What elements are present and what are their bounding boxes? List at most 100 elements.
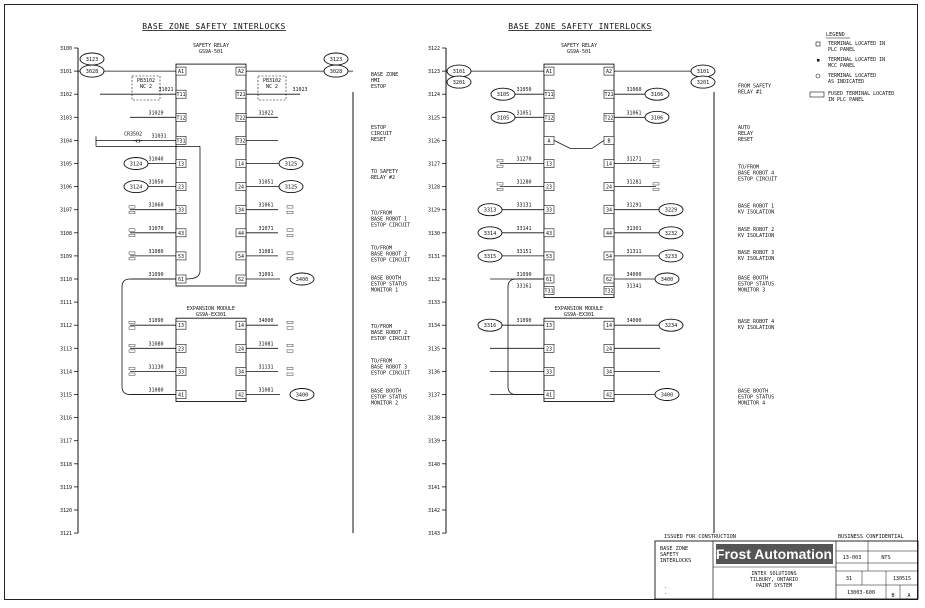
legend-circle-icon bbox=[815, 73, 821, 79]
exp-pin-label: 41 bbox=[178, 393, 184, 399]
wire-number: 31090 bbox=[516, 318, 531, 324]
bubble-3028-right-text: 3028 bbox=[330, 69, 343, 75]
drawing-number: 13003-600 bbox=[847, 590, 875, 596]
drawing-border bbox=[4, 4, 918, 600]
issue-date: 130515 bbox=[893, 576, 911, 582]
relay-part: GS9A-501 bbox=[199, 49, 223, 55]
pin-label-24: 24 bbox=[238, 185, 244, 191]
relay-part: GS9A-501 bbox=[567, 49, 591, 55]
left-ladder: 3100310131023103310431053106310731083109… bbox=[60, 22, 410, 537]
rung-number-3111: 3111 bbox=[60, 300, 72, 306]
wire-number: 34000 bbox=[626, 272, 641, 278]
safety-relay-block bbox=[543, 63, 615, 298]
exp-pin-label: 42 bbox=[238, 393, 244, 399]
bubble-3028-left-text: 3028 bbox=[86, 69, 99, 75]
wire-number: 31040 bbox=[148, 157, 163, 163]
wire-number: 31081 bbox=[258, 388, 273, 394]
pin-label-T21: T21 bbox=[604, 92, 613, 98]
rung-number-3129: 3129 bbox=[428, 208, 440, 214]
rung-number-3114: 3114 bbox=[60, 369, 72, 375]
rung-number-3105: 3105 bbox=[60, 162, 72, 168]
status-monitor-loop bbox=[121, 278, 176, 395]
exp-pin-label: 13 bbox=[546, 323, 552, 329]
rung-number-3122: 3122 bbox=[428, 46, 440, 52]
bubble-3229-text: 3229 bbox=[665, 208, 678, 214]
terminal-left-t1 bbox=[496, 182, 504, 186]
pin-label-61: 61 bbox=[546, 277, 552, 283]
pin-label-T21: T21 bbox=[236, 92, 245, 98]
bubble-3234 bbox=[658, 318, 684, 332]
terminal-right-t1 bbox=[652, 182, 660, 186]
terminal-left-t2 bbox=[128, 372, 136, 376]
rung-number-3131: 3131 bbox=[428, 254, 440, 260]
terminal-right-t1 bbox=[286, 205, 294, 209]
company-logo-bg bbox=[716, 544, 833, 564]
wire-number: 31071 bbox=[258, 226, 273, 232]
scale: NTS bbox=[881, 555, 890, 561]
wire-number: 31029 bbox=[148, 110, 163, 116]
sheet-title: BASE ZONE SAFETY INTERLOCKS bbox=[142, 22, 286, 31]
pin-left-T31 bbox=[543, 286, 555, 295]
title-block-frame bbox=[654, 540, 919, 600]
pin-label-62: 62 bbox=[238, 277, 244, 283]
terminal-right-t1 bbox=[286, 251, 294, 255]
expansion-module-block bbox=[543, 317, 615, 402]
exp-pin-label: 41 bbox=[546, 393, 552, 399]
terminal-right-t2 bbox=[652, 164, 660, 168]
bubble-3400-text: 3400 bbox=[661, 393, 674, 399]
wire-number: 31060 bbox=[626, 87, 641, 93]
rung-number-3103: 3103 bbox=[60, 115, 72, 121]
wire-number: 31301 bbox=[626, 226, 641, 232]
pin-label-44: 44 bbox=[238, 231, 244, 237]
right-ladder: 3122312331243125312631273128312931303131… bbox=[428, 22, 777, 537]
wire-number: 31291 bbox=[626, 203, 641, 209]
terminal-right-t2 bbox=[286, 234, 294, 237]
rung-number-3118: 3118 bbox=[60, 462, 72, 468]
pin-label-61: 61 bbox=[178, 277, 184, 283]
wire-number: 31091 bbox=[258, 272, 273, 278]
pin-label-33: 33 bbox=[178, 208, 184, 214]
terminal-right-t2 bbox=[286, 211, 294, 214]
pin-label-43: 43 bbox=[178, 231, 184, 237]
rung-number-3112: 3112 bbox=[60, 323, 72, 329]
terminal-right-t2 bbox=[286, 326, 294, 330]
bubble-3124 bbox=[123, 180, 149, 194]
terminal-left-t2 bbox=[496, 187, 504, 191]
pin-label-T11: T11 bbox=[544, 92, 553, 98]
rung-number-3106: 3106 bbox=[60, 185, 72, 191]
wire-number: 33151 bbox=[516, 249, 531, 255]
wire-number: 31050 bbox=[148, 180, 163, 186]
rung-number-3137: 3137 bbox=[428, 393, 440, 399]
bubble-3125 bbox=[278, 157, 304, 170]
terminal-right-t1 bbox=[286, 321, 294, 324]
bubble-3313 bbox=[477, 203, 503, 217]
pin-label-53: 53 bbox=[178, 254, 184, 260]
wire-number: 31341 bbox=[626, 284, 641, 290]
pin-label-34: 34 bbox=[606, 208, 612, 214]
project-number: 13-003 bbox=[843, 555, 862, 561]
wire-number: 31070 bbox=[148, 226, 163, 232]
wire-number: 31061 bbox=[258, 203, 273, 209]
bubble-3316 bbox=[477, 318, 503, 332]
wire-number: 31131 bbox=[258, 364, 273, 370]
terminal-left-t1 bbox=[128, 205, 136, 209]
wire-number: 31090 bbox=[148, 318, 163, 324]
pin-label-44: 44 bbox=[606, 231, 612, 237]
bubble-3201-left bbox=[446, 75, 472, 89]
bubble-3123-right-text: 3123 bbox=[330, 57, 343, 63]
terminal-left-t2 bbox=[128, 211, 136, 214]
rung-number-3121: 3121 bbox=[60, 531, 72, 537]
pushbutton-frame-left bbox=[131, 75, 161, 101]
terminal-left-t1 bbox=[128, 228, 136, 232]
pin-label-B: B bbox=[607, 138, 610, 144]
wire-number: 31081 bbox=[258, 341, 273, 347]
auto-reset-jumper bbox=[553, 140, 605, 149]
wire-number: 33161 bbox=[516, 284, 531, 290]
